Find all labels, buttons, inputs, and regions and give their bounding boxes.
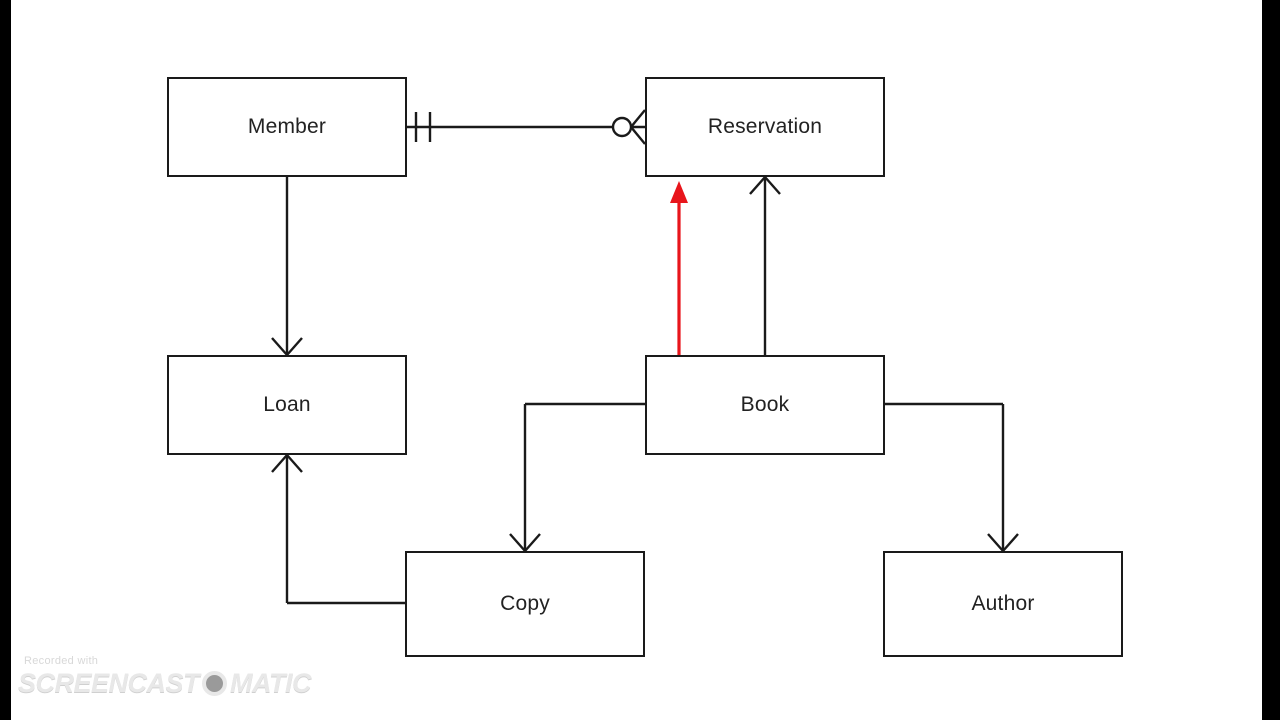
entity-loan[interactable]: Loan <box>167 355 407 455</box>
entity-reservation[interactable]: Reservation <box>645 77 885 177</box>
entity-member[interactable]: Member <box>167 77 407 177</box>
entity-author[interactable]: Author <box>883 551 1123 657</box>
entity-label-loan: Loan <box>263 393 311 416</box>
entity-label-member: Member <box>247 115 327 138</box>
entity-book[interactable]: Book <box>645 355 885 455</box>
entity-label-reservation: Reservation <box>707 115 823 138</box>
entity-label-copy: Copy <box>500 592 550 615</box>
entity-label-book: Book <box>740 393 790 416</box>
entity-copy[interactable]: Copy <box>405 551 645 657</box>
letterbox-bar-right <box>1262 0 1280 720</box>
letterbox-bar-left <box>0 0 11 720</box>
entity-label-author: Author <box>971 592 1035 615</box>
